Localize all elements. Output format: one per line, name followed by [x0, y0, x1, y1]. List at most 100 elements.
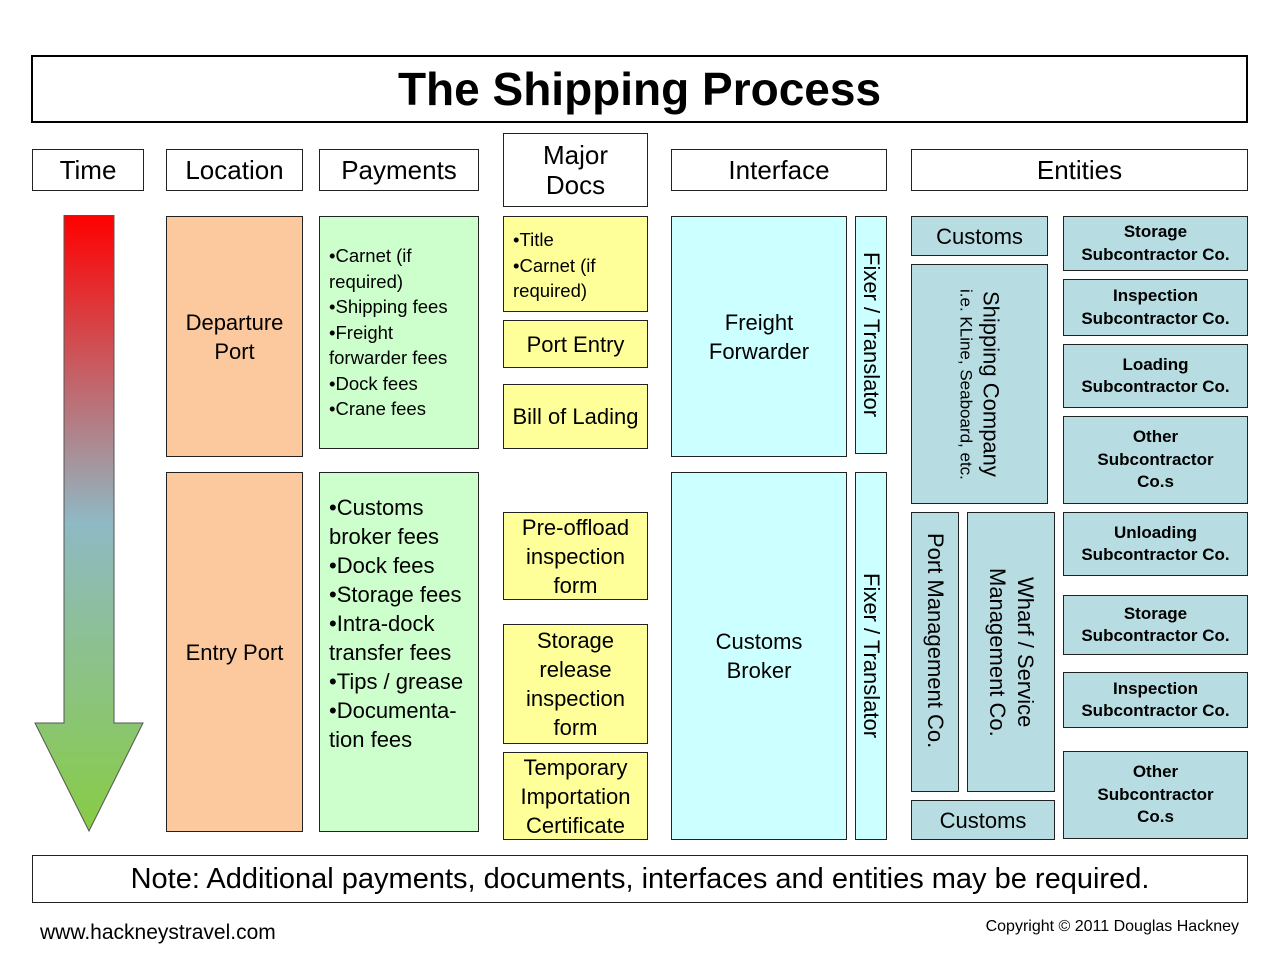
interface-freight-forwarder: Freight Forwarder	[671, 216, 847, 457]
subcontractor-other-entry: Other Subcontractor Co.s	[1063, 751, 1248, 839]
wharf-service-line2: Management Co.	[985, 567, 1010, 737]
doc-port-entry: Port Entry	[503, 320, 648, 368]
header-major-docs-line2: Docs	[545, 170, 606, 200]
header-interface-label: Interface	[728, 155, 830, 185]
doc-storage-release-inspection: Storage release inspection form	[503, 624, 648, 744]
header-entities: Entities	[911, 149, 1248, 191]
subcontractor-line: Inspection	[1112, 678, 1198, 698]
doc-temporary-importation: Temporary Importation Certificate	[503, 752, 648, 840]
subcontractor-line: Subcontractor Co.	[1081, 701, 1230, 720]
wharf-service-text: Wharf / Service Management Co.	[983, 568, 1039, 737]
subcontractor-other-departure: Other Subcontractor Co.s	[1063, 416, 1248, 504]
subcontractor-line: Subcontractor Co.	[1081, 377, 1230, 396]
header-major-docs-line1: Major	[542, 140, 608, 170]
time-arrow-icon	[34, 215, 144, 833]
payment-item: •Carnet (if required)	[329, 245, 412, 292]
customs-bottom-label: Customs	[939, 807, 1027, 833]
doc-item: •Carnet (if required)	[513, 254, 596, 302]
payment-item: •Freight forwarder fees	[329, 321, 448, 369]
header-location: Location	[166, 149, 303, 191]
subcontractor-line: Storage	[1123, 603, 1188, 623]
fixer-top-label: Fixer / Translator	[859, 252, 884, 418]
subcontractor-line: Subcontractor Co.	[1081, 626, 1230, 645]
header-payments: Payments	[319, 149, 479, 191]
payments-entry-list: •Customs broker fees •Dock fees •Storage…	[319, 472, 479, 832]
subcontractor-inspection-departure: Inspection Subcontractor Co.	[1063, 279, 1248, 336]
fixer-bottom-label: Fixer / Translator	[859, 573, 884, 739]
subcontractor-line: Other	[1132, 427, 1179, 447]
payment-item: •Tips / grease	[329, 669, 464, 694]
entity-shipping-company: Shipping Company i.e. KLine, Seaboard, e…	[911, 264, 1048, 504]
header-time-label: Time	[59, 155, 117, 185]
subcontractor-line: Unloading	[1113, 522, 1198, 542]
payment-item: •Customs broker fees	[329, 495, 440, 549]
shipping-company-examples: i.e. KLine, Seaboard, etc.	[956, 288, 976, 480]
header-payments-label: Payments	[341, 155, 457, 185]
subcontractor-line: Inspection	[1112, 286, 1198, 305]
subcontractor-unloading: Unloading Subcontractor Co.	[1063, 512, 1248, 576]
doc-port-entry-label: Port Entry	[526, 331, 625, 357]
doc-storage-release-label: Storage release inspection form	[525, 628, 626, 740]
payment-item: •Crane fees	[329, 398, 426, 419]
payment-item: •Dock fees	[329, 372, 418, 394]
port-management-label: Port Management Co.	[923, 533, 948, 749]
title-text: The Shipping Process	[397, 63, 882, 115]
header-entities-label: Entities	[1036, 155, 1123, 185]
interface-fixer-translator-top: Fixer / Translator	[855, 216, 887, 454]
payment-item: •Intra-dock transfer fees	[329, 611, 452, 665]
customs-broker-line2: Broker	[726, 658, 792, 683]
doc-item: •Title	[513, 229, 554, 250]
subcontractor-line: Co.s	[1137, 807, 1174, 827]
doc-pre-offload-label: Pre-offload inspection form	[521, 514, 630, 598]
entity-customs-top: Customs	[911, 216, 1048, 256]
location-entry-port: Entry Port	[166, 472, 303, 832]
shipping-company-label: Shipping Company	[978, 291, 1004, 477]
doc-bill-of-lading: Bill of Lading	[503, 384, 648, 449]
subcontractor-line: Subcontractor Co.	[1081, 308, 1230, 328]
payment-item: •Shipping fees	[329, 296, 448, 317]
note-box: Note: Additional payments, documents, in…	[32, 855, 1248, 903]
entry-port-label: Entry Port	[185, 639, 284, 665]
subcontractor-loading: Loading Subcontractor Co.	[1063, 344, 1248, 408]
freight-forwarder-line1: Freight	[724, 309, 794, 335]
subcontractor-storage-entry: Storage Subcontractor Co.	[1063, 595, 1248, 655]
subcontractor-inspection-entry: Inspection Subcontractor Co.	[1063, 672, 1248, 728]
wharf-service-line1: Wharf / Service	[1013, 576, 1038, 728]
subcontractor-line: Subcontractor	[1097, 784, 1214, 804]
header-time: Time	[32, 149, 144, 191]
entity-port-management: Port Management Co.	[911, 512, 959, 792]
subcontractor-line: Subcontractor Co.	[1081, 545, 1230, 564]
header-interface: Interface	[671, 149, 887, 191]
entity-wharf-service-management: Wharf / Service Management Co.	[967, 512, 1055, 792]
doc-pre-offload-inspection: Pre-offload inspection form	[503, 512, 648, 600]
departure-port-line2: Port	[214, 338, 255, 364]
payments-departure-list: •Carnet (if required) •Shipping fees •Fr…	[319, 216, 479, 449]
subcontractor-storage-departure: Storage Subcontractor Co.	[1063, 216, 1248, 271]
subcontractor-line: Subcontractor Co.	[1081, 244, 1230, 264]
website-link[interactable]: www.hackneystravel.com	[40, 921, 276, 944]
subcontractor-line: Loading	[1122, 354, 1189, 374]
payment-item: •Documenta-tion fees	[329, 698, 457, 752]
payment-item: •Dock fees	[329, 553, 435, 578]
docs-departure-list: •Title •Carnet (if required)	[503, 216, 648, 312]
note-text: Note: Additional payments, documents, in…	[130, 862, 1150, 895]
header-major-docs: Major Docs	[503, 133, 648, 207]
shipping-company-text: Shipping Company i.e. KLine, Seaboard, e…	[955, 278, 1005, 490]
doc-temporary-importation-label: Temporary Importation Certificate	[520, 754, 631, 838]
departure-port-line1: Departure	[185, 309, 284, 335]
subcontractor-line: Subcontractor	[1097, 449, 1214, 469]
subcontractor-line: Other	[1132, 762, 1179, 782]
subcontractor-line: Co.s	[1137, 472, 1174, 492]
payment-item: •Storage fees	[329, 582, 462, 607]
location-departure-port: Departure Port	[166, 216, 303, 457]
customs-top-label: Customs	[936, 223, 1023, 249]
doc-bill-of-lading-label: Bill of Lading	[512, 404, 639, 429]
header-location-label: Location	[185, 155, 284, 185]
diagram-title: The Shipping Process	[31, 55, 1248, 123]
customs-broker-line1: Customs	[715, 629, 803, 654]
entity-customs-bottom: Customs	[911, 800, 1055, 840]
subcontractor-line: Storage	[1123, 222, 1188, 241]
freight-forwarder-line2: Forwarder	[708, 338, 810, 364]
copyright-text: Copyright © 2011 Douglas Hackney	[985, 918, 1239, 935]
interface-fixer-translator-bottom: Fixer / Translator	[855, 472, 887, 840]
